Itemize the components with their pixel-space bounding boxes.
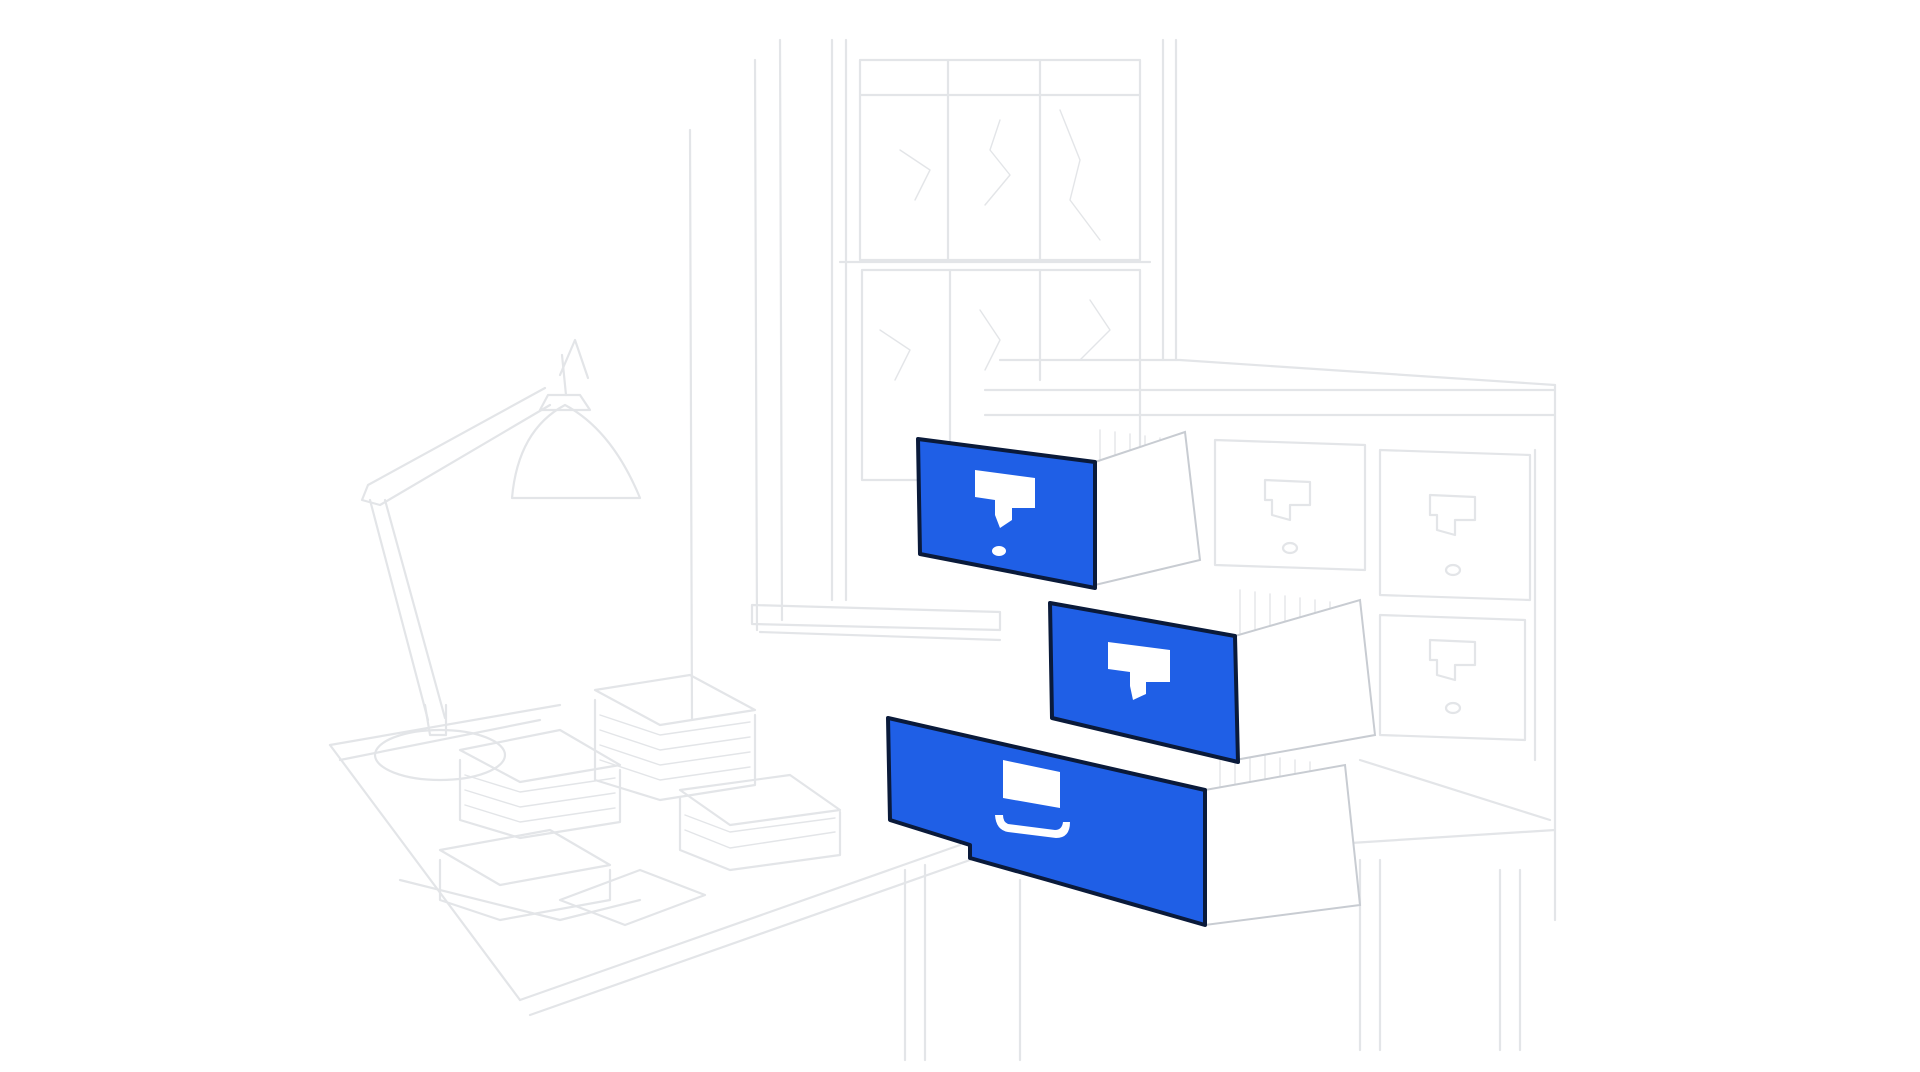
middle-drawer bbox=[1048, 601, 1240, 764]
open-drawer-icon bbox=[1093, 430, 1377, 927]
drawers-group bbox=[886, 430, 1377, 927]
desk-icon bbox=[328, 703, 1022, 1062]
background-sketch bbox=[328, 38, 1557, 1062]
bottom-drawer bbox=[886, 716, 1207, 927]
card-catalog-cabinet-icon bbox=[983, 358, 1557, 1052]
paper-stack-icon bbox=[398, 673, 842, 927]
top-drawer bbox=[916, 437, 1097, 590]
window-icon bbox=[688, 38, 1178, 722]
desk-lamp-icon bbox=[360, 338, 642, 782]
